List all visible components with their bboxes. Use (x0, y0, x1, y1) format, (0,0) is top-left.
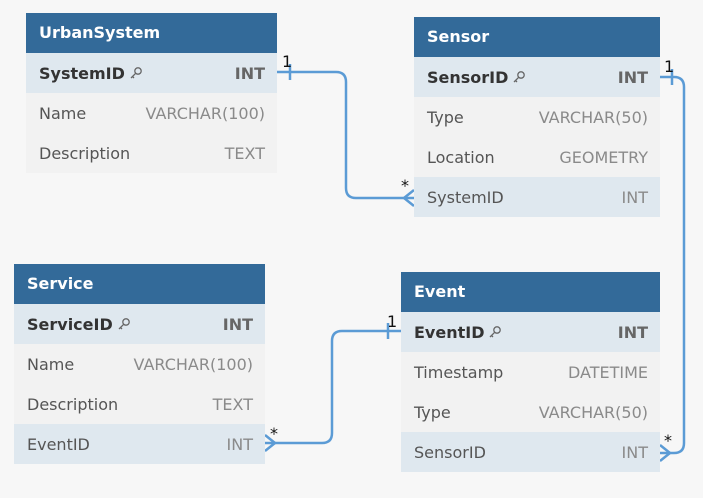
table-event[interactable]: Event EventID INT Timestamp DATETIME Typ… (401, 272, 660, 472)
cardinality-many: * (664, 431, 672, 450)
table-row[interactable]: Type VARCHAR(50) (414, 97, 660, 137)
column-type: VARCHAR(100) (145, 103, 265, 123)
table-row[interactable]: Name VARCHAR(100) (26, 93, 277, 133)
column-name: EventID (414, 322, 485, 342)
table-row[interactable]: SystemID INT (26, 53, 277, 93)
column-name: EventID (27, 434, 90, 454)
cardinality-one: 1 (664, 57, 675, 76)
column-name: Type (414, 402, 451, 422)
column-name: SensorID (427, 67, 509, 87)
column-name: SystemID (39, 63, 125, 83)
table-urbansystem[interactable]: UrbanSystem SystemID INT Name VARCHAR(10… (26, 13, 277, 173)
column-type: INT (222, 314, 253, 334)
column-type: VARCHAR(50) (538, 402, 648, 422)
key-icon (512, 70, 526, 84)
table-row[interactable]: ServiceID INT (14, 304, 265, 344)
table-row[interactable]: SensorID INT (401, 432, 660, 472)
key-icon (117, 317, 131, 331)
cardinality-many: * (401, 176, 409, 195)
column-name: Name (27, 354, 75, 374)
table-service[interactable]: Service ServiceID INT Name VARCHAR(100) … (14, 264, 265, 464)
table-title: Sensor (414, 17, 660, 57)
column-name: Description (39, 143, 131, 163)
connector-sensor-event (660, 75, 686, 455)
column-name: SensorID (414, 442, 486, 462)
column-type: INT (621, 187, 648, 207)
table-row[interactable]: Description TEXT (14, 384, 265, 424)
column-type: GEOMETRY (559, 147, 648, 167)
table-title: UrbanSystem (26, 13, 277, 53)
column-type: DATETIME (567, 362, 648, 382)
table-title: Event (401, 272, 660, 312)
column-type: TEXT (212, 394, 253, 414)
column-name: ServiceID (27, 314, 113, 334)
cardinality-one: 1 (387, 312, 398, 331)
key-icon (488, 325, 502, 339)
cardinality-one: 1 (282, 52, 293, 71)
column-name: Name (39, 103, 87, 123)
column-type: INT (621, 442, 648, 462)
column-type: INT (617, 322, 648, 342)
column-name: SystemID (427, 187, 504, 207)
column-name: Description (27, 394, 119, 414)
table-row[interactable]: Name VARCHAR(100) (14, 344, 265, 384)
column-type: TEXT (224, 143, 265, 163)
column-type: INT (226, 434, 253, 454)
column-type: VARCHAR(100) (133, 354, 253, 374)
column-name: Location (427, 147, 495, 167)
column-type: VARCHAR(50) (538, 107, 648, 127)
table-row[interactable]: Type VARCHAR(50) (401, 392, 660, 432)
table-row[interactable]: Location GEOMETRY (414, 137, 660, 177)
column-name: Timestamp (414, 362, 504, 382)
connector-event-service (265, 329, 401, 445)
table-row[interactable]: EventID INT (401, 312, 660, 352)
cardinality-many: * (270, 424, 278, 443)
column-name: Type (427, 107, 464, 127)
connector-urbansystem-sensor (277, 70, 414, 200)
table-row[interactable]: EventID INT (14, 424, 265, 464)
table-row[interactable]: Description TEXT (26, 133, 277, 173)
table-row[interactable]: SensorID INT (414, 57, 660, 97)
table-row[interactable]: Timestamp DATETIME (401, 352, 660, 392)
column-type: INT (617, 67, 648, 87)
key-icon (129, 66, 143, 80)
column-type: INT (234, 63, 265, 83)
table-sensor[interactable]: Sensor SensorID INT Type VARCHAR(50) Loc… (414, 17, 660, 217)
table-title: Service (14, 264, 265, 304)
table-row[interactable]: SystemID INT (414, 177, 660, 217)
